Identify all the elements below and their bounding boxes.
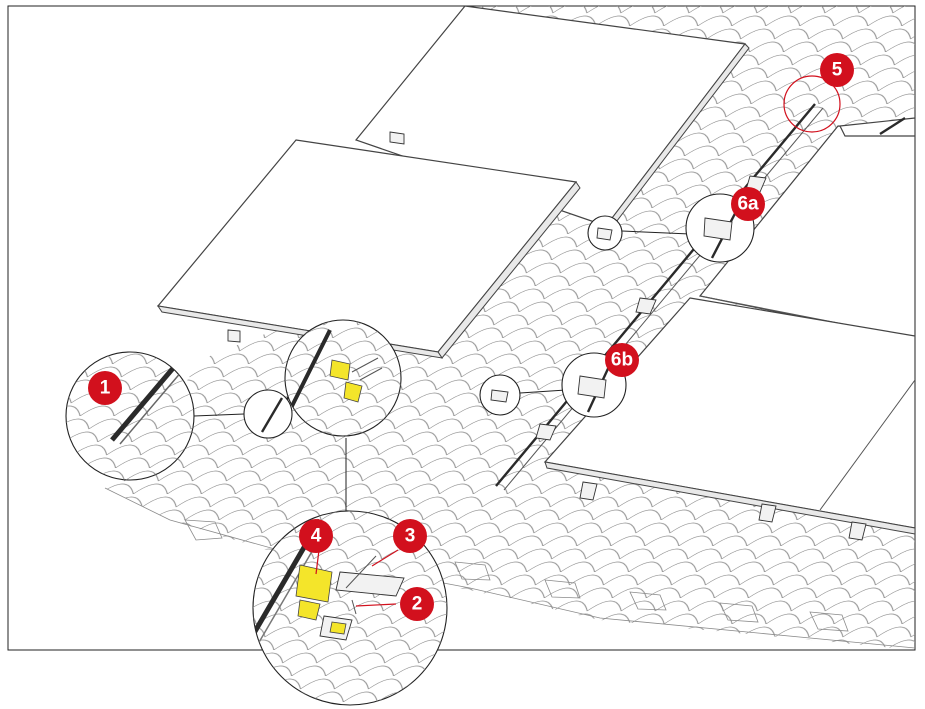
callout-1-label: 1 — [100, 378, 111, 399]
callout-6a-badge: 6a — [731, 187, 765, 221]
callout-5-label: 5 — [832, 60, 843, 81]
callout-4-label: 4 — [311, 526, 322, 547]
callout-2-label: 2 — [412, 594, 423, 615]
callout-6a-label: 6a — [737, 194, 759, 215]
callout-3-badge: 3 — [393, 519, 427, 553]
leader-lines — [193, 230, 691, 512]
module-clamp-icon — [389, 131, 405, 145]
callout-3-label: 3 — [405, 526, 416, 547]
zoom-marker-1 — [243, 389, 293, 439]
callout-5-badge: 5 — [820, 53, 854, 87]
callout-6b-badge: 6b — [605, 343, 639, 377]
zoom-detail-hook — [284, 319, 402, 437]
callout-2-badge: 2 — [400, 587, 434, 621]
callout-6b-label: 6b — [611, 350, 633, 371]
solar-panel-right-top — [839, 116, 915, 137]
callout-4-badge: 4 — [299, 519, 333, 553]
zoom-detail-5 — [783, 75, 841, 133]
callout-1-badge: 1 — [88, 371, 122, 405]
solar-panel-right-lower — [543, 297, 915, 541]
